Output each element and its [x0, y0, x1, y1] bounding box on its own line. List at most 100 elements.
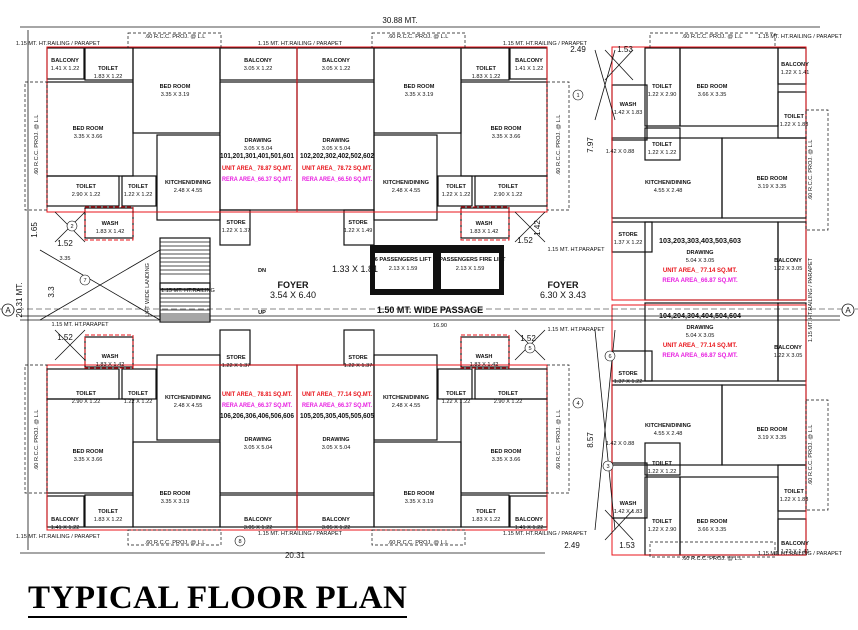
- rcc-projection: [649, 541, 776, 558]
- rcc-note: .60 R.C.C. PROJ. @ L.L: [145, 34, 206, 40]
- wall-toilet_c: [437, 175, 473, 207]
- room-name: TOILET: [652, 84, 672, 90]
- room-size: 2.48 X 4.55: [392, 188, 421, 194]
- rcc-projection: [546, 81, 570, 211]
- shaft-number: 5: [528, 346, 531, 352]
- room-name: TOILET: [98, 509, 118, 515]
- room-name: KITCHEN/DINING: [165, 180, 211, 186]
- room-size: 1.83 X 1.42: [96, 229, 125, 235]
- room-name: BALCONY: [781, 541, 809, 547]
- unit-outline: [611, 304, 807, 556]
- room-name: BALCONY: [51, 58, 79, 64]
- rcc-projection: [805, 109, 829, 231]
- room-name: DRAWING: [322, 437, 349, 443]
- room-size: 2.90 X 1.22: [494, 192, 523, 198]
- railing-label: 1.15 MT. HT.RAILING: [161, 288, 215, 294]
- room-size: 1.83 X 1.42: [470, 229, 499, 235]
- room-name: BALCONY: [774, 258, 802, 264]
- wall-drawing: [296, 364, 375, 494]
- wall-bed_a: [373, 47, 462, 134]
- room-name: BALCONY: [322, 58, 350, 64]
- railing-note: 1.15 MT. HT.RAILING / PARAPET: [258, 531, 343, 537]
- room-size: 1.22 X 1.37: [222, 363, 251, 369]
- stair-down-label: DN: [258, 268, 266, 274]
- shaft-number: 3: [606, 464, 609, 470]
- rcc-projection: [24, 364, 48, 494]
- room-size: 1.41 X 1.22: [515, 525, 544, 531]
- lift-size: 2.13 X 1.59: [389, 266, 418, 272]
- unit-numbers: 102,202,302,402,502,602: [300, 151, 374, 160]
- room-name: TOILET: [128, 391, 148, 397]
- room-size: 1.83 X 1.22: [94, 517, 123, 523]
- room-name: DRAWING: [686, 325, 713, 331]
- room-name: BALCONY: [51, 517, 79, 523]
- foyer-label: FOYER: [547, 280, 579, 290]
- room-size: 3.66 X 3.35: [698, 527, 727, 533]
- room-size: 3.35 X 3.19: [405, 92, 434, 98]
- gap-dimension: 2.49: [570, 45, 586, 54]
- shaft-marker: [572, 397, 584, 409]
- room-name: KITCHEN/DINING: [383, 180, 429, 186]
- rcc-note: .60 R.C.C. PROJ. @ L.L: [145, 540, 206, 546]
- room-name: TOILET: [76, 391, 96, 397]
- shaft-number: 8: [238, 539, 241, 545]
- shaft-number: 7: [83, 278, 86, 284]
- rcc-note: .60 R.C.C. PROJ. @ L.L: [682, 34, 743, 40]
- room-name: BED ROOM: [73, 449, 104, 455]
- railing-note: 1.15 MT. HT.RAILING / PARAPET: [16, 534, 101, 540]
- room-size: 1.83 X 1.42: [96, 362, 125, 368]
- fire-lift-shaft: [441, 253, 499, 289]
- wall-balcony_l: [296, 47, 375, 81]
- wall-toilet_c: [121, 368, 157, 400]
- shaft-number: 4: [576, 401, 579, 407]
- room-size: 5.04 X 3.05: [686, 258, 715, 264]
- wall-kitchen: [373, 134, 438, 221]
- room-size: 3.05 X 5.04: [244, 146, 273, 152]
- room-name: DRAWING: [244, 437, 271, 443]
- foyer-size: 6.30 X 3.43: [540, 290, 586, 300]
- wall-balcony_l: [777, 302, 807, 382]
- wall-toilet_b: [777, 464, 807, 512]
- railing-note: 1.15 MT. HT.RAILING / PARAPET: [503, 41, 588, 47]
- dimension: 1.53: [617, 45, 633, 54]
- foyer-size: 3.54 X 6.40: [270, 290, 316, 300]
- wash-dimension: 1.42 X 0.88: [606, 441, 635, 447]
- rcc-note: .60 R.C.C. PROJ. @ L.L: [388, 34, 449, 40]
- shaft-marker: [79, 274, 91, 286]
- room-size: 3.19 X 3.35: [758, 184, 787, 190]
- shaft-cross: [594, 49, 616, 121]
- room-name: STORE: [618, 371, 637, 377]
- room-name: TOILET: [76, 184, 96, 190]
- room-name: TOILET: [652, 142, 672, 148]
- wall-store: [219, 209, 251, 246]
- landing-label: LIFT WIDE LANDING: [145, 263, 151, 317]
- room-name: WASH: [620, 501, 637, 507]
- rcc-note: .60 R.C.C. PROJ. @ L.L: [34, 115, 40, 176]
- wall-bed_b: [46, 398, 134, 494]
- room-name: STORE: [348, 220, 367, 226]
- unit-numbers: 105,205,305,405,505,605: [300, 411, 374, 420]
- room-name: BED ROOM: [160, 84, 191, 90]
- room-name: BALCONY: [515, 517, 543, 523]
- room-name: TOILET: [476, 509, 496, 515]
- walls: [0, 26, 858, 558]
- foyer-label: FOYER: [277, 280, 309, 290]
- dimension: 3.35: [60, 256, 71, 262]
- parapet-note: 1.15 MT. HT.PARAPET: [547, 247, 605, 253]
- rera-area: RERA AREA_66.37 SQ.MT.: [222, 403, 292, 409]
- room-size: 3.19 X 3.35: [758, 435, 787, 441]
- lift-shaft: [375, 253, 433, 289]
- passage-label: 1.50 MT. WIDE PASSAGE: [377, 305, 483, 315]
- room-name: TOILET: [652, 461, 672, 467]
- room-size: 1.41 X 1.22: [51, 525, 80, 531]
- room-size: 3.05 X 1.22: [244, 525, 273, 531]
- wall-bed_b: [721, 384, 807, 466]
- rera-area: RERA AREA_66.87 SQ.MT.: [662, 278, 738, 284]
- dimension: 1.52: [517, 236, 533, 245]
- unit-area: UNIT AREA_ 78.87 SQ.MT.: [222, 166, 292, 172]
- room-size: 2.48 X 4.55: [174, 403, 203, 409]
- room-size: 1.83 X 1.22: [94, 74, 123, 80]
- room-name: TOILET: [784, 114, 804, 120]
- shaft-marker: [66, 220, 78, 232]
